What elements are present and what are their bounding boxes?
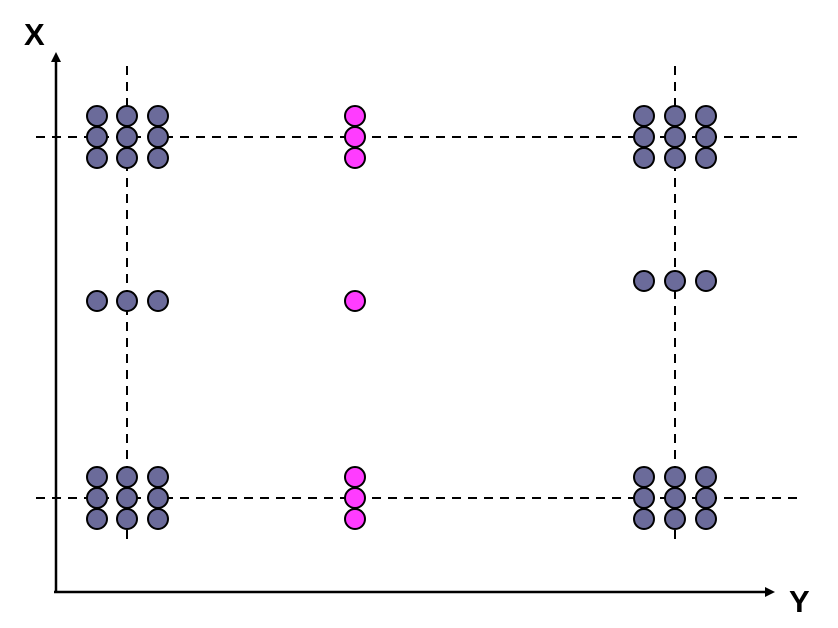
gray-dot — [86, 290, 108, 312]
pink-dot — [344, 126, 366, 148]
gray-dot — [695, 147, 717, 169]
gray-dot — [633, 105, 655, 127]
gray-dot — [695, 487, 717, 509]
gray-dot — [633, 147, 655, 169]
gray-dot — [116, 487, 138, 509]
gray-dot — [664, 147, 686, 169]
horizontal-axis-label: Y — [789, 584, 810, 619]
gray-dot — [116, 105, 138, 127]
gray-dot — [86, 466, 108, 488]
gray-dot — [147, 126, 169, 148]
gray-dot — [86, 147, 108, 169]
gray-dot — [147, 508, 169, 530]
pink-dot — [344, 466, 366, 488]
gray-dot — [116, 508, 138, 530]
gray-dot — [664, 270, 686, 292]
pink-dot — [344, 508, 366, 530]
pink-dot — [344, 290, 366, 312]
pink-dot — [344, 105, 366, 127]
gray-dot — [633, 508, 655, 530]
gray-dot — [695, 270, 717, 292]
gray-dot — [116, 126, 138, 148]
gray-dot — [147, 105, 169, 127]
vertical-axis-label: X — [24, 17, 45, 52]
gray-dot — [116, 290, 138, 312]
gray-dot — [86, 508, 108, 530]
gray-dot — [116, 147, 138, 169]
gray-dot — [633, 487, 655, 509]
gray-dot — [664, 105, 686, 127]
gray-dot — [633, 466, 655, 488]
gray-dot — [86, 126, 108, 148]
gray-dot — [664, 466, 686, 488]
gray-dot — [695, 126, 717, 148]
gray-dot — [86, 105, 108, 127]
gray-dot — [86, 487, 108, 509]
gray-dot — [116, 466, 138, 488]
gray-dot — [695, 508, 717, 530]
gray-dot — [695, 466, 717, 488]
gray-dot — [664, 126, 686, 148]
dot-groups — [86, 105, 717, 530]
gray-dot — [147, 466, 169, 488]
pink-dot — [344, 147, 366, 169]
gray-dot — [695, 105, 717, 127]
gray-dot — [147, 487, 169, 509]
gray-dot — [664, 487, 686, 509]
gray-dot — [633, 270, 655, 292]
gray-dot — [147, 290, 169, 312]
gray-dot — [633, 126, 655, 148]
gray-dot — [147, 147, 169, 169]
pink-dot — [344, 487, 366, 509]
gray-dot — [664, 508, 686, 530]
